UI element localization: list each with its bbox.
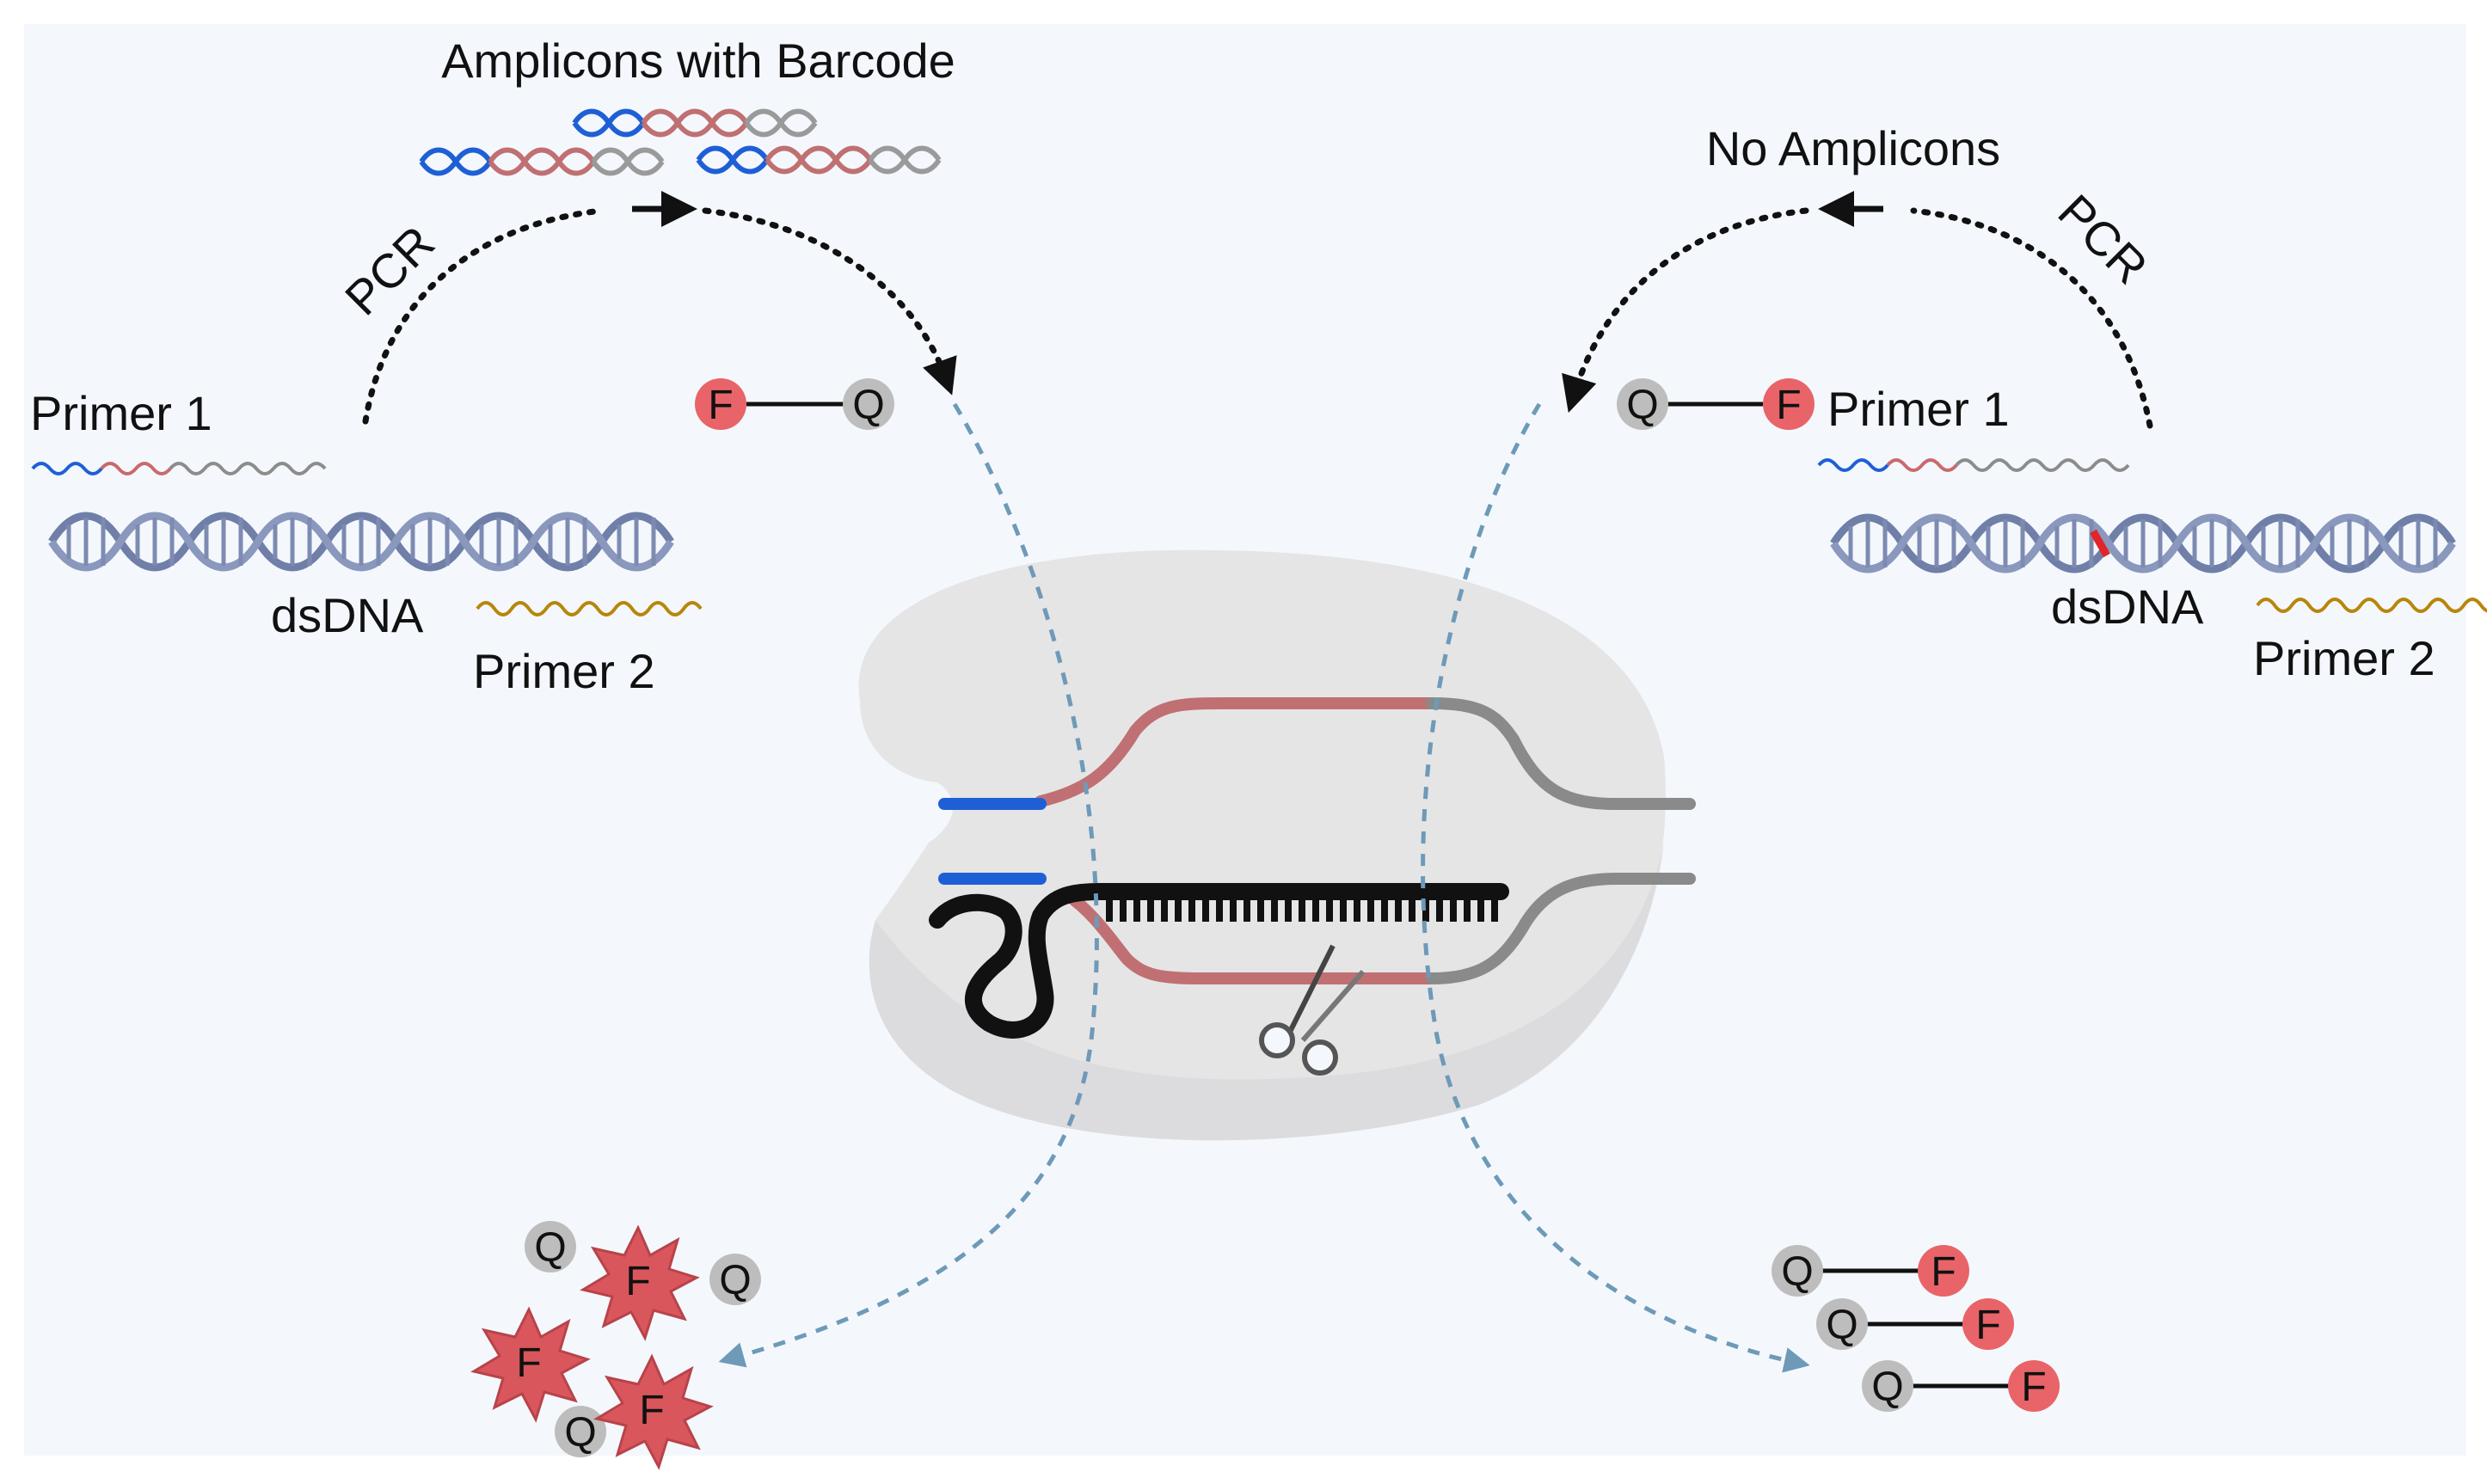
- quencher-dot: [555, 1406, 606, 1457]
- dna-helix-icon: [48, 512, 674, 572]
- pcr-arc-right-b: [1562, 207, 1809, 414]
- no-amplicons-label: No Amplicons: [1706, 121, 2000, 175]
- primer2-left-strand: [476, 601, 703, 616]
- fluorophore-burst-icon: F: [470, 1306, 591, 1423]
- fluorophore-label: F: [516, 1340, 541, 1386]
- fluorophore-label: F: [625, 1259, 650, 1304]
- reporter-intact: Q F: [1816, 1298, 2014, 1350]
- reporter-left-top: F Q: [695, 378, 894, 430]
- fluorophore-burst-icon: F: [593, 1353, 714, 1470]
- pcr-arc-right-a: [1910, 207, 2153, 429]
- fluorophore-label: F: [1975, 1303, 2000, 1348]
- intact-reporters: Q F Q F Q F: [1772, 1245, 2060, 1412]
- pcr-arc-left-a: [362, 207, 605, 425]
- dsdna-left-label: dsDNA: [271, 588, 424, 642]
- dna-helix-icon: [1830, 513, 2456, 573]
- primer2-right-strand: [2256, 598, 2487, 613]
- fluorophore-label: F: [639, 1388, 664, 1433]
- quencher-dot: [709, 1254, 761, 1305]
- cas-enzyme: [858, 549, 1666, 1141]
- primer1-right-label: Primer 1: [1827, 382, 2010, 436]
- dsdna-right-label: dsDNA: [2051, 579, 2204, 634]
- fluorophore-label: F: [2021, 1364, 2046, 1410]
- primer2-left-label: Primer 2: [473, 644, 655, 698]
- pcr-arc-left-b: [702, 207, 957, 396]
- cleaved-reporters: Q Q Q F F F: [470, 1221, 761, 1470]
- mutation-mark: [2090, 529, 2110, 558]
- fluorophore-label: F: [1931, 1249, 1956, 1295]
- target-dna: [938, 697, 1696, 984]
- reporter-intact: Q F: [1862, 1360, 2060, 1412]
- primer1-left-strand: [31, 462, 327, 475]
- left-dashed-arrow: [718, 402, 1099, 1368]
- scissors-icon: [1259, 944, 1366, 1076]
- right-dashed-arrow: [1421, 402, 1810, 1373]
- amplicons-with-barcode-label: Amplicons with Barcode: [441, 34, 955, 88]
- quencher-label: Q: [719, 1258, 751, 1303]
- fluorophore-label: F: [708, 383, 733, 428]
- reporter-intact: Q F: [1772, 1245, 1969, 1297]
- quencher-dot: [525, 1221, 576, 1272]
- quencher-label: Q: [564, 1410, 596, 1456]
- pcr-arcs: [362, 207, 2153, 429]
- fluorophore-label: F: [1776, 383, 1801, 428]
- quencher-label: Q: [852, 383, 884, 428]
- primer1-right-strand: [1817, 458, 2130, 472]
- quencher-label: Q: [1871, 1364, 1903, 1410]
- primer1-left-label: Primer 1: [30, 386, 212, 440]
- reporter-right-top: Q F: [1617, 378, 1815, 430]
- quencher-label: Q: [1781, 1249, 1813, 1295]
- quencher-label: Q: [1826, 1303, 1858, 1348]
- quencher-label: Q: [534, 1225, 566, 1271]
- dashed-paths: [718, 402, 1810, 1373]
- fluorophore-burst-icon: F: [580, 1224, 700, 1341]
- amplicons-cluster: [419, 108, 942, 176]
- crrna: [929, 883, 1509, 1039]
- primer2-right-label: Primer 2: [2253, 631, 2435, 685]
- crrna-comb: [1106, 892, 1498, 922]
- quencher-label: Q: [1626, 383, 1658, 428]
